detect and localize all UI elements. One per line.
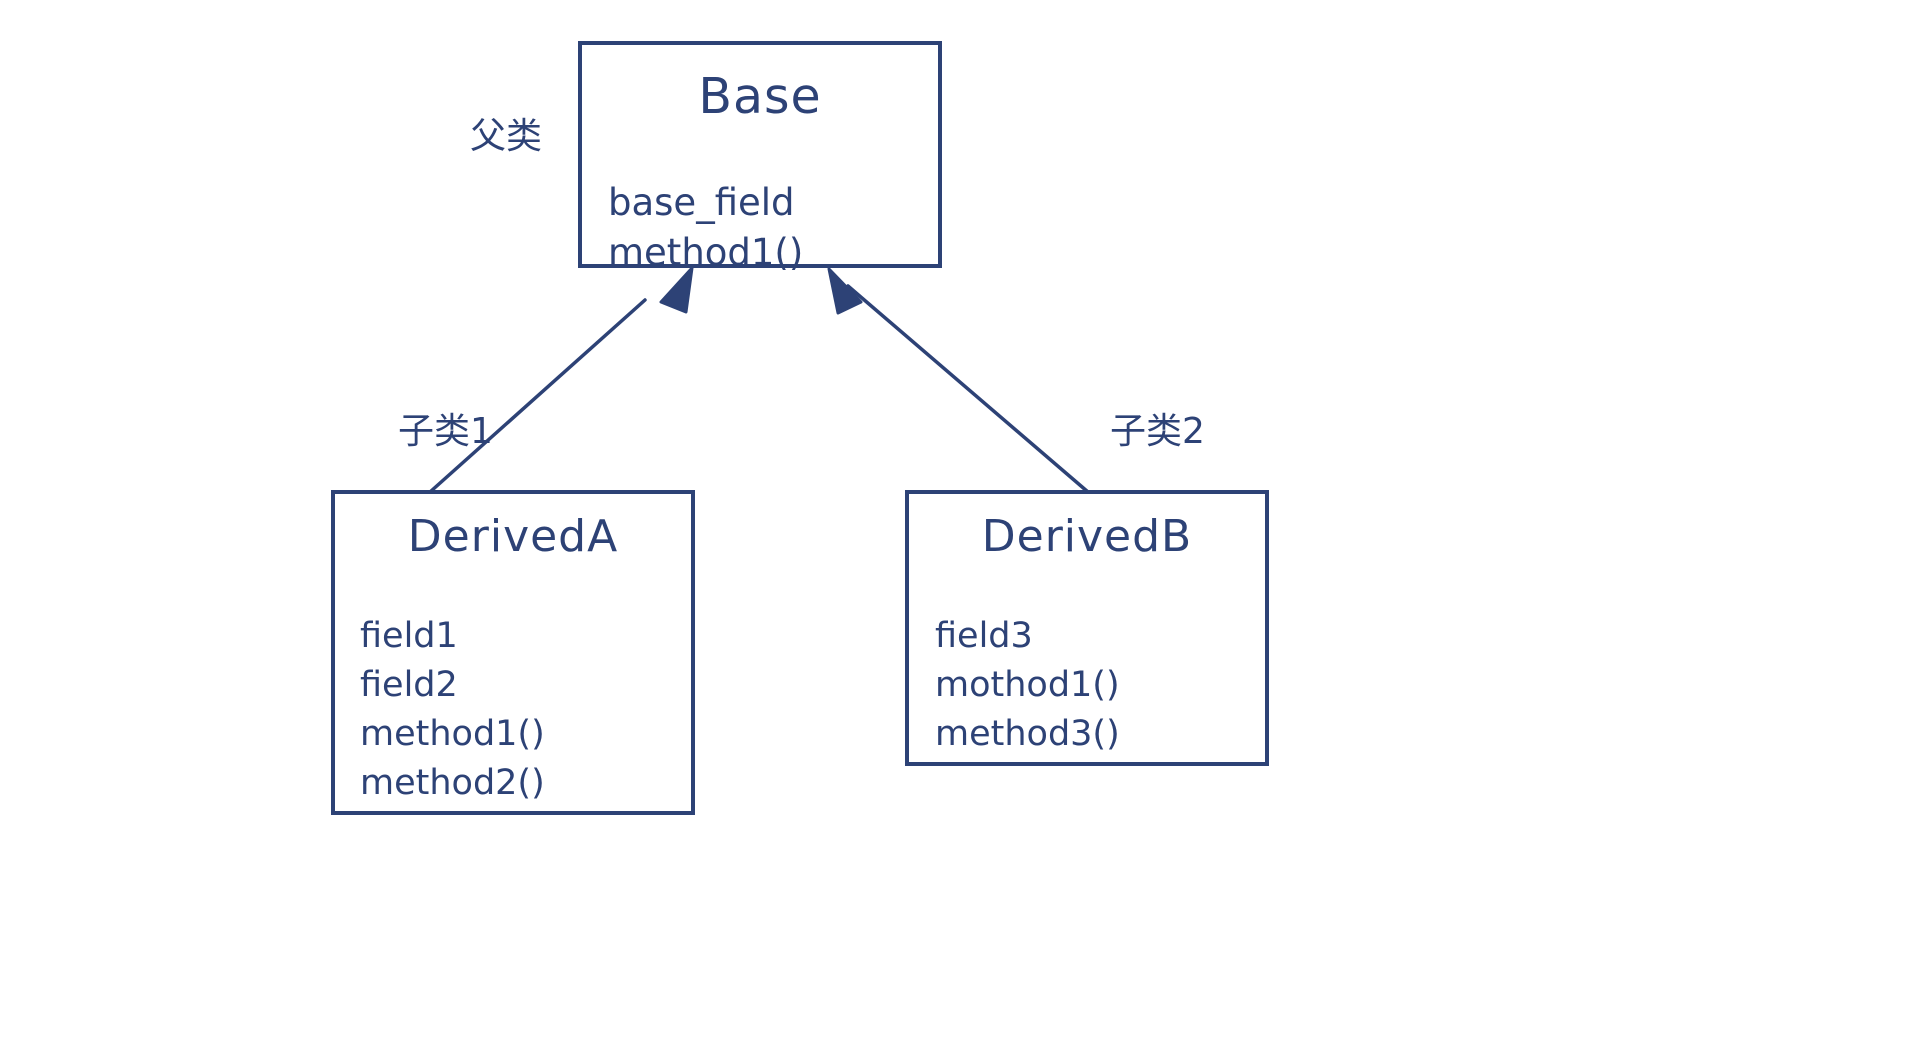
member-item: method1(): [360, 714, 545, 754]
annotation-child-class-1: 子类1: [398, 411, 493, 452]
member-item: method2(): [360, 763, 545, 803]
edge-derivedA-to-base: [428, 298, 647, 494]
member-item: field3: [935, 616, 1033, 656]
arrowhead-derivedB-icon: [827, 267, 863, 315]
class-members-base: base_field method1(): [608, 178, 803, 278]
class-members-derived-b: field3 mothod1() method3(): [935, 612, 1120, 759]
annotation-parent-class: 父类: [470, 116, 543, 157]
member-item: field2: [360, 665, 458, 705]
member-item: method1(): [608, 231, 804, 274]
class-title-derived-b: DerivedB: [981, 511, 1193, 562]
member-item: base_field: [608, 181, 795, 224]
member-item: field1: [360, 616, 458, 656]
class-box-derived-a[interactable]: DerivedA field1 field2 method1() method2…: [331, 490, 695, 815]
class-box-derived-b[interactable]: DerivedB field3 mothod1() method3(): [905, 490, 1269, 766]
class-title-base: Base: [698, 68, 822, 125]
member-item: mothod1(): [935, 665, 1120, 705]
arrowhead-derivedA-icon: [659, 266, 694, 314]
class-title-derived-a: DerivedA: [407, 511, 619, 562]
annotation-child-class-2: 子类2: [1110, 411, 1205, 452]
member-item: method3(): [935, 714, 1120, 754]
class-members-derived-a: field1 field2 method1() method2(): [360, 612, 545, 808]
class-box-base[interactable]: Base base_field method1(): [578, 41, 942, 274]
edge-derivedB-to-base: [846, 284, 1090, 494]
